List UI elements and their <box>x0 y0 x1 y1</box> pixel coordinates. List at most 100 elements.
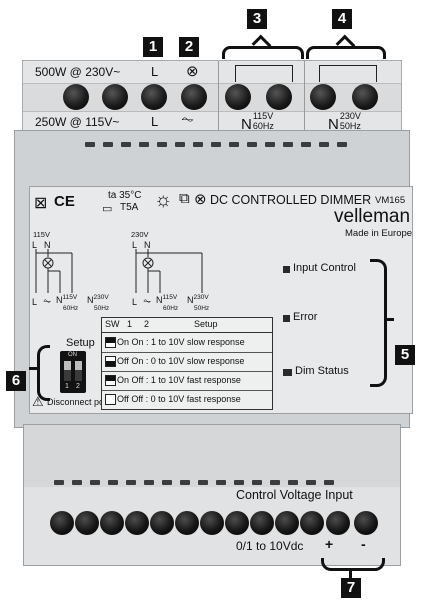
wiring-dimmer-icon: ⏦ <box>143 296 152 307</box>
wiring-N-230: N230V <box>187 294 209 305</box>
power-rating-230: 500W @ 230V~ <box>35 65 121 79</box>
callout-7: 7 <box>341 578 361 598</box>
wiring-50hz: 50Hz <box>194 305 210 312</box>
wiring-L-label: L <box>32 240 38 250</box>
wiring-bottom-L: L <box>132 297 138 307</box>
terminal-screw[interactable] <box>225 511 249 535</box>
bracket-3 <box>222 46 304 59</box>
wiring-L-label: L <box>132 240 138 250</box>
bracket-7 <box>321 558 385 571</box>
terminal-screw[interactable] <box>225 84 251 110</box>
terminal-screw[interactable] <box>275 511 299 535</box>
wiring-dimmer-icon: ⏦ <box>43 296 52 307</box>
control-input-title: Control Voltage Input <box>236 488 353 502</box>
dip-on-label: ON <box>68 352 77 358</box>
lamp-icon: ⊗ <box>186 63 199 80</box>
bottom-terminal-block: Control Voltage Input 0/1 to 10Vdc + - <box>23 424 401 566</box>
n-link-box <box>235 65 293 82</box>
n-sup: 230V <box>339 111 361 121</box>
terminal-screw[interactable] <box>175 511 199 535</box>
table-row: Off On : 0 to 10V slow response <box>102 352 272 372</box>
power-rating-115: 250W @ 115V~ <box>35 115 120 129</box>
n-sup: 115V <box>252 111 274 121</box>
callout-2: 2 <box>179 37 199 57</box>
voltage-range: 0/1 to 10Vdc <box>236 539 304 553</box>
table-row: On On : 1 to 10V slow response <box>102 333 272 353</box>
terminal-screw[interactable] <box>150 511 174 535</box>
dip-state-icon <box>105 394 116 405</box>
terminal-N-label: N 230V 50Hz <box>328 111 365 133</box>
terminal-screw[interactable] <box>250 511 274 535</box>
terminal-screw[interactable] <box>102 84 128 110</box>
terminal-N-label: N 115V 60Hz <box>241 111 278 133</box>
terminal-screw[interactable] <box>300 511 324 535</box>
vent-strip <box>54 480 374 488</box>
terminal-screw[interactable] <box>50 511 74 535</box>
weee-bin-icon: ⊠ <box>34 195 48 212</box>
terminal-screw[interactable] <box>352 84 378 110</box>
error-label: Error <box>293 311 318 323</box>
dim-status-label: Dim Status <box>295 365 349 377</box>
table-header-setup: Setup <box>194 319 218 329</box>
n-sub: 50Hz <box>339 121 361 131</box>
dip-toggle-1[interactable] <box>64 361 71 381</box>
dip-state-icon <box>105 337 116 348</box>
terminal-L-label: L <box>151 114 159 129</box>
terminal-screw[interactable] <box>100 511 124 535</box>
table-row-text: On Off : 1 to 10V fast response <box>117 375 241 385</box>
terminal-screw[interactable] <box>125 511 149 535</box>
wiring-N-label: N <box>44 240 51 250</box>
dip-1-label: 1 <box>65 383 69 390</box>
terminal-screw[interactable] <box>200 511 224 535</box>
ambient-temp: ta 35°C <box>108 190 142 201</box>
bracket-5-tip <box>384 318 394 321</box>
model-number: VM165 <box>375 195 406 206</box>
product-title: DC CONTROLLED DIMMER <box>210 193 372 207</box>
ce-mark-icon: CE <box>54 193 75 210</box>
n-sub: 60Hz <box>252 121 274 131</box>
terminal-screw[interactable] <box>310 84 336 110</box>
n-letter: N <box>241 116 252 133</box>
plus-terminal-screw[interactable] <box>326 511 350 535</box>
vent-strip <box>85 141 355 149</box>
callout-4: 4 <box>332 9 352 29</box>
terminal-divider <box>304 61 305 133</box>
fuse-rating: T5A <box>120 202 139 213</box>
bracket-5 <box>370 259 387 387</box>
wiring-N-label: N <box>144 240 151 250</box>
callout-1: 1 <box>143 37 163 57</box>
terminal-screw[interactable] <box>181 84 207 110</box>
terminal-screw[interactable] <box>63 84 89 110</box>
warning-triangle-icon: ⚠ <box>32 394 44 409</box>
lamp-symbol-icon: ⊗ <box>194 191 207 208</box>
table-header-sw: SW <box>105 319 120 329</box>
top-row-2 <box>23 111 401 134</box>
terminal-screw[interactable] <box>266 84 292 110</box>
terminal-screw[interactable] <box>141 84 167 110</box>
dimmer-symbol-icon: ⏦ <box>181 111 195 128</box>
table-header-2: 2 <box>144 319 150 329</box>
wiring-N-230: N230V <box>87 294 109 305</box>
table-row: On Off : 1 to 10V fast response <box>102 371 272 391</box>
input-control-label: Input Control <box>293 262 356 274</box>
terminal-screw[interactable] <box>75 511 99 535</box>
top-terminal-block: 500W @ 230V~ L ⊗ 250W @ 115V~ L ⏦ N 115V… <box>22 60 402 134</box>
wiring-115v-label: 115V <box>33 230 50 239</box>
dip-toggle-2[interactable] <box>75 361 82 381</box>
error-led <box>283 315 290 322</box>
dip-switch[interactable]: ON 1 2 <box>60 351 86 393</box>
minus-terminal-screw[interactable] <box>354 511 378 535</box>
wiring-bottom-L: L <box>32 297 38 307</box>
callout-5: 5 <box>395 345 415 365</box>
wiring-N-115: N115V <box>156 294 178 305</box>
wiring-60hz: 60Hz <box>63 305 79 312</box>
wiring-N-115: N115V <box>56 294 78 305</box>
terminal-L-label: L <box>151 64 159 79</box>
table-row-text: On On : 1 to 10V slow response <box>117 337 245 347</box>
fuse-icon: ▭ <box>102 203 113 215</box>
origin-text: Made in Europe <box>345 228 413 239</box>
sun-icon: ☼ <box>154 189 173 211</box>
terminal-divider <box>218 61 219 133</box>
front-panel: ⊠ CE ta 35°C ▭ T5A ☼ ⧉ ⊗ DC CONTROLLED D… <box>29 186 413 414</box>
dip-state-icon <box>105 356 116 367</box>
